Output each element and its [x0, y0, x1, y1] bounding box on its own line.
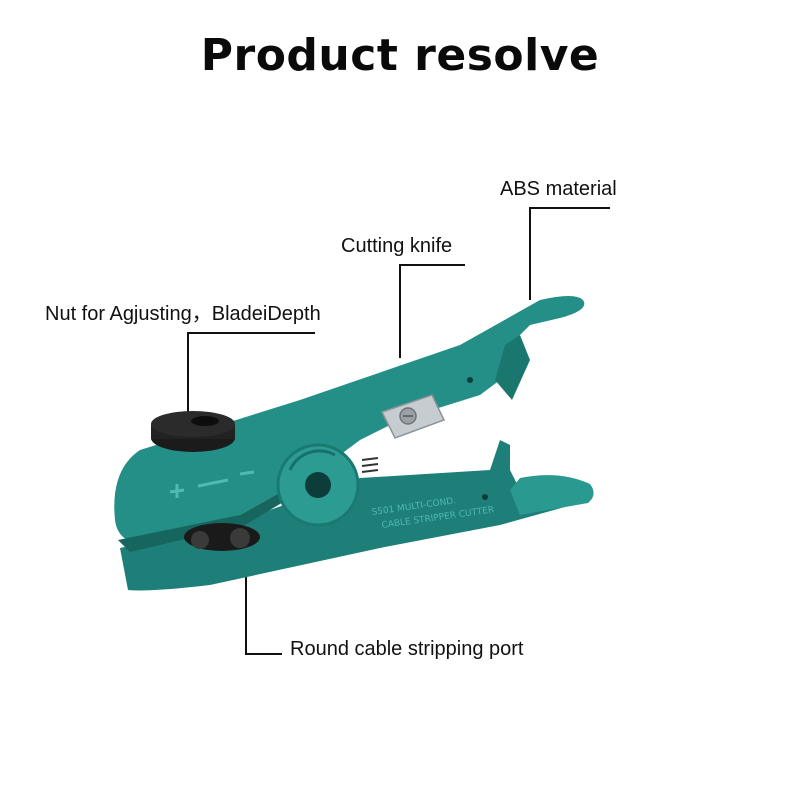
body-edge	[118, 470, 320, 552]
label-round-port: Round cable stripping port	[290, 638, 524, 660]
leader-cutting-knife	[399, 264, 465, 358]
pivot-hole	[305, 472, 331, 498]
leader-adjusting-nut	[187, 332, 315, 420]
depth-symbols	[169, 470, 255, 498]
label-cutting-knife: Cutting knife	[341, 235, 453, 257]
label-abs-material: ABS material	[500, 178, 617, 200]
upper-body	[114, 296, 585, 545]
page-title: Product resolve	[200, 30, 600, 81]
leader-round-port	[245, 540, 282, 655]
lower-jaw	[120, 440, 593, 591]
leader-abs-material	[529, 207, 610, 300]
callout-lines	[187, 207, 610, 655]
lower-arm-tip	[510, 475, 594, 515]
spring	[361, 457, 379, 473]
label-adjusting-nut: Nut for Agjusting，BladeiDepth	[45, 303, 321, 325]
upper-slot	[495, 335, 530, 400]
